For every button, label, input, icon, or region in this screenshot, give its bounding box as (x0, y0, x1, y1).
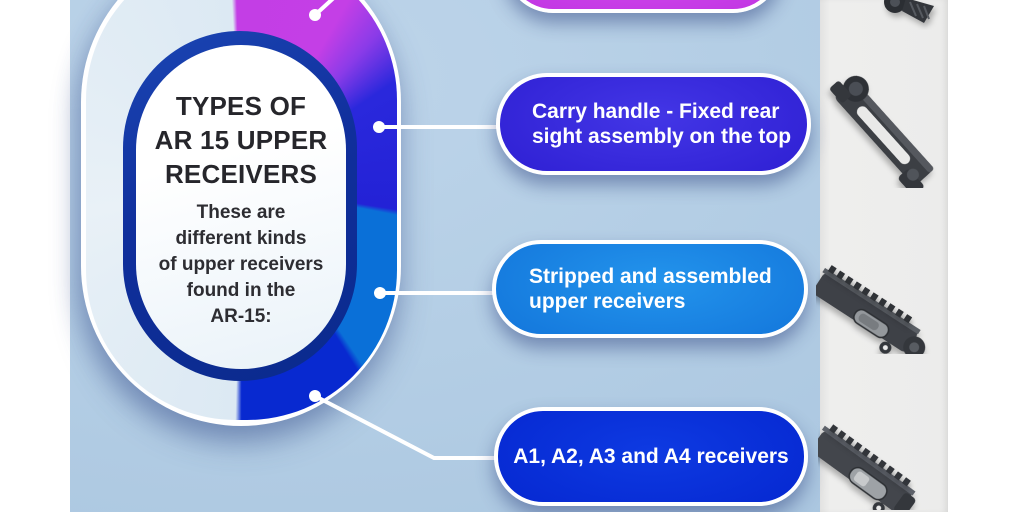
pill-label-line: upper receivers (529, 290, 686, 313)
card-subtitle-line: found in the (186, 280, 296, 301)
photo-carry-handle-mount-partial (884, 0, 934, 23)
pill-label-line: Carry handle - Fixed rear (532, 100, 780, 123)
card-subtitle: These are different kinds of upper recei… (159, 200, 324, 330)
card-title-line: RECEIVERS (164, 159, 318, 189)
photo-detachable-carry-handle (830, 75, 934, 188)
pill-label-line: A1, A2, A3 and A4 receivers (513, 445, 789, 468)
pill-label-line: Stripped and assembled (529, 265, 772, 288)
photo-assembled-upper-receiver (816, 265, 926, 354)
title-card: TYPES OF AR 15 UPPER RECEIVERS These are… (136, 45, 346, 369)
topic-pill-stripped-assembled: Stripped and assembled upper receivers (492, 240, 808, 338)
card-title-line: AR 15 UPPER (154, 125, 328, 155)
card-subtitle-line: These are (196, 202, 286, 223)
card-subtitle-line: AR-15: (210, 306, 272, 327)
pill-label-line: sight assembly on the top (532, 125, 792, 148)
card-subtitle-line: different kinds (175, 228, 307, 249)
card-subtitle-line: of upper receivers (158, 254, 324, 275)
card-title-line: TYPES OF (175, 91, 307, 121)
photo-stripped-upper-receiver (818, 424, 916, 510)
topic-pill-carry-handle: Carry handle - Fixed rear sight assembly… (496, 73, 811, 175)
topic-pill-partial-top (504, 0, 782, 13)
card-title: TYPES OF AR 15 UPPER RECEIVERS (155, 89, 328, 191)
topic-pill-a-series: A1, A2, A3 and A4 receivers (494, 407, 808, 506)
